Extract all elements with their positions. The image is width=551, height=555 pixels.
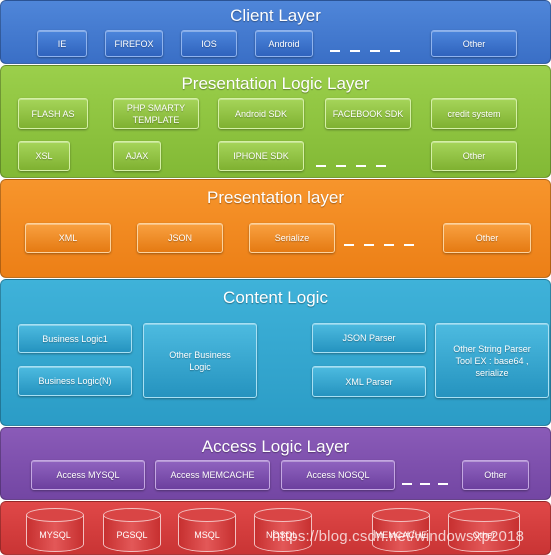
ellipsis-dash xyxy=(402,483,412,485)
pl-android-sdk: Android SDK xyxy=(218,98,304,129)
pres-json: JSON xyxy=(137,223,223,253)
pres-serialize: Serialize xyxy=(249,223,335,253)
pl-ajax: AJAX xyxy=(113,141,161,171)
client-android: Android xyxy=(255,30,313,57)
presentation-layer-title: Presentation layer xyxy=(206,188,345,207)
cl-xml-parser: XML Parser xyxy=(312,366,426,397)
al-access-nosql: Access NOSQL xyxy=(281,460,395,490)
db-other: Other xyxy=(448,508,520,552)
cl-business-logic-n: Business Logic(N) xyxy=(18,366,132,396)
db-other-label: Other xyxy=(472,530,496,540)
ellipsis-dash xyxy=(390,50,400,52)
cl-other-business-logic: Other Business Logic xyxy=(143,323,257,398)
client-ie: IE xyxy=(37,30,87,57)
db-nosql: NOSQL xyxy=(254,508,312,552)
presentation-logic-layer-title: Presentation Logic Layer xyxy=(181,74,370,93)
presentation-layer: Presentation layer XML JSON Serialize Ot… xyxy=(0,179,551,278)
ellipsis-dash xyxy=(356,165,366,167)
ellipsis-dash xyxy=(316,165,326,167)
ellipsis-dash xyxy=(336,165,346,167)
pl-php-smarty: PHP SMARTY TEMPLATE xyxy=(113,98,199,129)
content-logic-layer-title: Content Logic xyxy=(223,288,328,307)
client-layer-title: Client Layer xyxy=(230,6,321,25)
ellipsis-dash xyxy=(370,50,380,52)
pres-xml: XML xyxy=(25,223,111,253)
watermark: https://blog.csdn.net/windowsxp2018 xyxy=(272,528,525,545)
pl-facebook-sdk: FACEBOOK SDK xyxy=(325,98,411,129)
ellipsis-dash xyxy=(384,244,394,246)
ellipsis-dash xyxy=(344,244,354,246)
db-pgsql-label: PGSQL xyxy=(116,530,148,540)
db-nosql-label: NOSQL xyxy=(266,530,298,540)
db-msql: MSQL xyxy=(178,508,236,552)
presentation-logic-layer: Presentation Logic Layer FLASH AS PHP SM… xyxy=(0,65,551,178)
db-memcache: MEMCACHE xyxy=(372,508,430,552)
client-firefox: FIREFOX xyxy=(105,30,163,57)
al-other: Other xyxy=(462,460,529,490)
ellipsis-dash xyxy=(364,244,374,246)
db-mysql: MYSQL xyxy=(26,508,84,552)
pl-iphone-sdk: IPHONE SDK xyxy=(218,141,304,171)
ellipsis-dash xyxy=(404,244,414,246)
content-logic-layer: Content Logic Business Logic1 Business L… xyxy=(0,279,551,426)
pl-other: Other xyxy=(431,141,517,171)
pl-credit-system: credit system xyxy=(431,98,517,129)
cl-other-string-parser: Other String Parser Tool EX : base64 , s… xyxy=(435,323,549,398)
access-logic-layer-title: Access Logic Layer xyxy=(201,437,350,456)
ellipsis-dash xyxy=(350,50,360,52)
ellipsis-dash xyxy=(330,50,340,52)
db-memcache-label: MEMCACHE xyxy=(374,530,428,540)
al-access-mysql: Access MYSQL xyxy=(31,460,145,490)
ellipsis-dash xyxy=(420,483,430,485)
client-ios: IOS xyxy=(181,30,237,57)
access-logic-layer: Access Logic Layer Access MYSQL Access M… xyxy=(0,427,551,500)
cl-json-parser: JSON Parser xyxy=(312,323,426,353)
al-access-memcache: Access MEMCACHE xyxy=(155,460,270,490)
client-other: Other xyxy=(431,30,517,57)
db-mysql-label: MYSQL xyxy=(39,530,71,540)
db-pgsql: PGSQL xyxy=(103,508,161,552)
pl-flash-as: FLASH AS xyxy=(18,98,88,129)
ellipsis-dash xyxy=(438,483,448,485)
ellipsis-dash xyxy=(376,165,386,167)
cl-business-logic-1: Business Logic1 xyxy=(18,324,132,353)
pres-other: Other xyxy=(443,223,531,253)
client-layer: Client Layer IE FIREFOX IOS Android Othe… xyxy=(0,0,551,64)
pl-xsl: XSL xyxy=(18,141,70,171)
db-msql-label: MSQL xyxy=(194,530,220,540)
